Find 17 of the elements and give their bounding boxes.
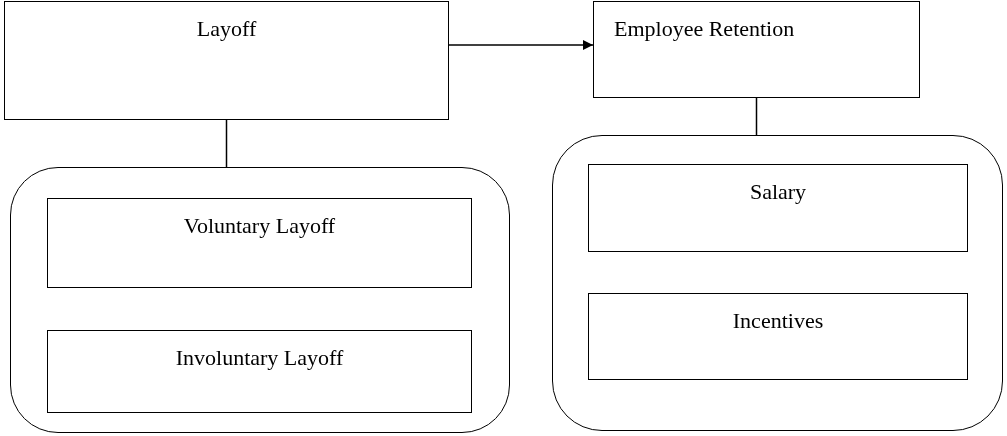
- process-box: [47, 330, 472, 413]
- process-box: [593, 1, 920, 98]
- process-box: [588, 164, 968, 252]
- box-label: Layoff: [195, 16, 258, 42]
- group-container: [10, 167, 510, 433]
- box-label: Voluntary Layoff: [182, 213, 337, 239]
- box-label: Salary: [748, 179, 808, 205]
- connector-line: [755, 97, 758, 136]
- connector-line: [225, 119, 228, 168]
- process-box: [588, 293, 968, 380]
- process-box: [47, 198, 472, 288]
- group-container: [552, 135, 1003, 431]
- box-label: Incentives: [731, 308, 825, 334]
- arrow: [448, 40, 594, 50]
- box-label: Employee Retention: [614, 16, 796, 42]
- process-box: [4, 1, 449, 120]
- box-label: Involuntary Layoff: [174, 345, 345, 371]
